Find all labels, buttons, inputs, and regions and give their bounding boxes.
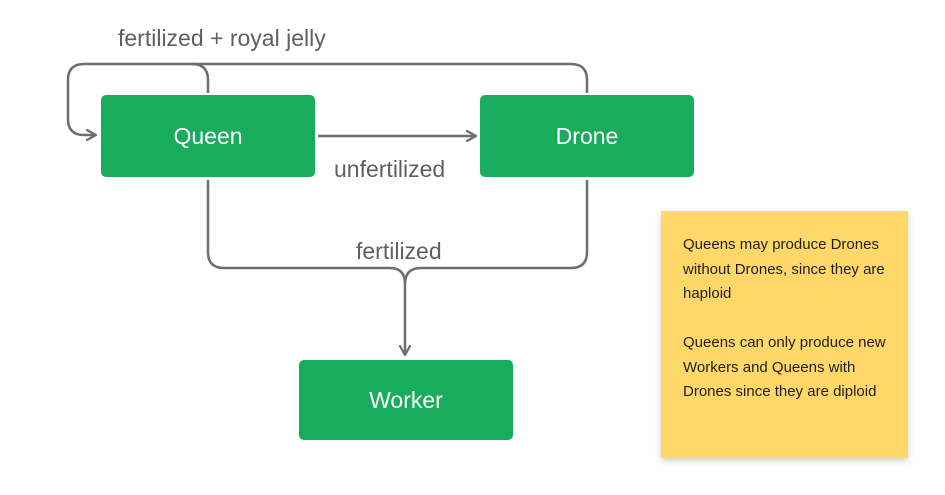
node-queen[interactable]: Queen bbox=[101, 95, 315, 177]
sticky-note[interactable]: Queens may produce Drones without Drones… bbox=[661, 211, 908, 458]
node-drone[interactable]: Drone bbox=[480, 95, 694, 177]
edge-drone-to-worker[interactable] bbox=[403, 180, 589, 285]
edge-label-unfertilized: unfertilized bbox=[334, 156, 446, 182]
edge-label-fertilized: fertilized bbox=[356, 238, 442, 264]
note-paragraph-haploid: Queens may produce Drones without Drones… bbox=[683, 236, 885, 302]
node-worker[interactable]: Worker bbox=[299, 360, 513, 440]
edge-label-royal-jelly: fertilized + royal jelly bbox=[118, 25, 326, 51]
edge-drone-to-queen[interactable] bbox=[192, 62, 589, 93]
edge-queen-to-worker[interactable] bbox=[206, 180, 405, 355]
note-paragraph-diploid: Queens can only produce new Workers and … bbox=[683, 334, 886, 400]
edge-queen-self-loop[interactable] bbox=[66, 62, 210, 135]
